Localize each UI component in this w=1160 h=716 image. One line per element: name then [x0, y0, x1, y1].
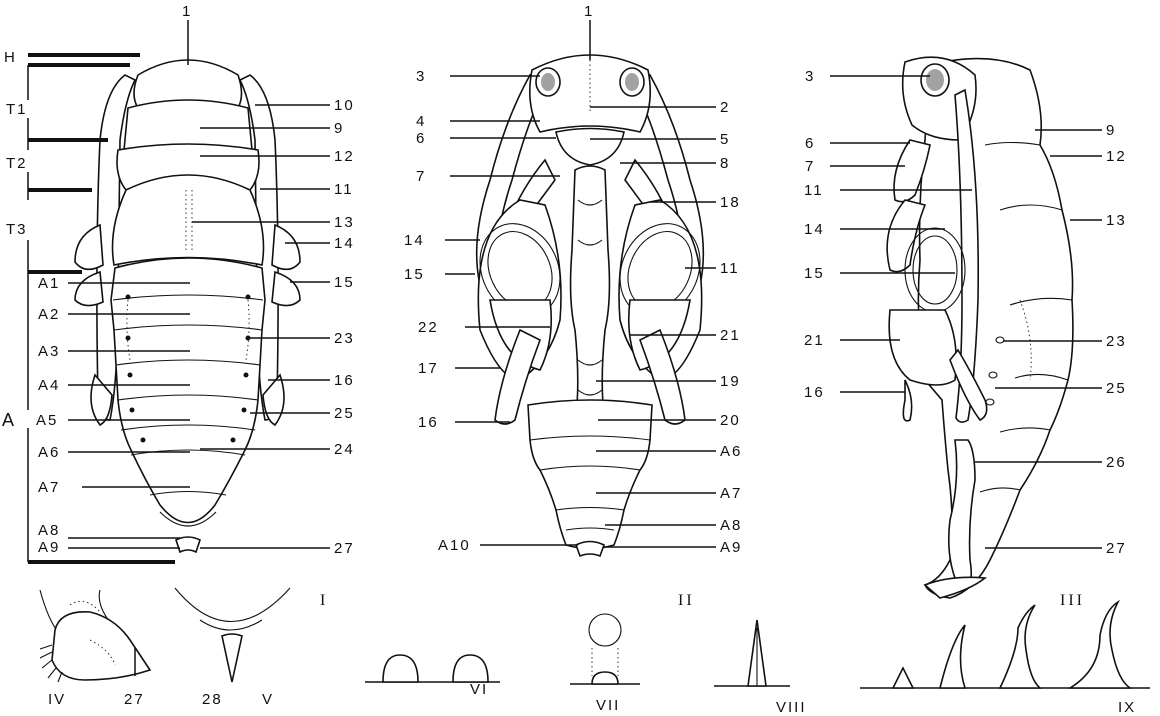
- fig2-label-a9: A9: [720, 539, 742, 556]
- fig2-label-19: 19: [720, 373, 741, 390]
- fig2-label-11: 11: [720, 260, 740, 277]
- fig2-label-16: 16: [418, 414, 439, 431]
- fig1-seg-a6: A6: [38, 444, 60, 461]
- fig2-label-a10: A10: [438, 537, 471, 554]
- fig2-label-14: 14: [404, 232, 425, 249]
- fig3-label-26: 26: [1106, 454, 1127, 471]
- fig3-label-27: 27: [1106, 540, 1127, 557]
- fig1-label-1: 1: [182, 3, 192, 20]
- fig1-label-24: 24: [334, 441, 355, 458]
- fig1-label-12: 12: [334, 148, 355, 165]
- fig3-label-16: 16: [804, 384, 825, 401]
- inset-viii-roman: VIII: [776, 699, 807, 716]
- fig2-label-4: 4: [416, 113, 426, 130]
- inset-iv-roman: IV: [48, 691, 66, 708]
- inset-V-spine-detail: 28 V: [175, 588, 290, 708]
- inset-VI-tubercles: VI: [365, 655, 500, 698]
- fig3-label-6: 6: [805, 135, 815, 152]
- figure-II-ventral-view: 1 3 4 6 7 14 15 22 17 16 A10 2 5 8 18 11…: [404, 3, 742, 609]
- fig1-seg-a7: A7: [38, 479, 60, 496]
- figure-I-dorsal-view: 1 H T1 T2 T3 A A1 A2 A3 A4 A5 A6 A7 A8 A…: [2, 3, 355, 609]
- fig1-seg-a9: A9: [38, 539, 60, 556]
- fig2-label-22: 22: [418, 319, 439, 336]
- fig1-region-h: H: [4, 49, 17, 66]
- fig1-region-t3: T3: [6, 221, 28, 238]
- fig2-label-17: 17: [418, 360, 439, 377]
- fig1-label-23: 23: [334, 330, 355, 347]
- fig2-label-15: 15: [404, 266, 425, 283]
- fig3-label-3: 3: [805, 68, 815, 85]
- fig1-seg-a5: A5: [36, 412, 58, 429]
- fig2-label-18: 18: [720, 194, 741, 211]
- inset-vii-roman: VII: [596, 697, 620, 714]
- fig2-label-1: 1: [584, 3, 594, 20]
- fig2-label-a7: A7: [720, 485, 742, 502]
- fig3-roman: III: [1060, 592, 1085, 609]
- fig1-seg-a3: A3: [38, 343, 60, 360]
- fig3-label-21: 21: [804, 332, 825, 349]
- fig1-label-15: 15: [334, 274, 355, 291]
- fig1-label-13: 13: [334, 214, 355, 231]
- fig1-label-16: 16: [334, 372, 355, 389]
- fig1-seg-a8: A8: [38, 522, 60, 539]
- fig3-label-15: 15: [804, 265, 825, 282]
- fig1-label-10: 10: [334, 97, 355, 114]
- inset-v-roman: V: [262, 691, 274, 708]
- inset-v-label-28: 28: [202, 691, 223, 708]
- fig3-label-25: 25: [1106, 380, 1127, 397]
- fig3-label-13: 13: [1106, 212, 1127, 229]
- fig2-label-6: 6: [416, 130, 426, 147]
- fig1-label-27: 27: [334, 540, 355, 557]
- fig3-label-7: 7: [805, 158, 815, 175]
- figure-III-lateral-view: 3 6 7 11 14 15 21 16 9 12 13 23 25 26 27…: [804, 57, 1127, 609]
- fig1-region-t1: T1: [6, 101, 28, 118]
- fig3-label-9: 9: [1106, 122, 1116, 139]
- fig2-label-3: 3: [416, 68, 426, 85]
- fig2-roman: II: [678, 592, 695, 609]
- inset-IV-cremaster-detail: IV 27: [40, 590, 150, 708]
- fig3-label-14: 14: [804, 221, 825, 238]
- fig1-label-11: 11: [334, 181, 354, 198]
- inset-IX-spines: IX: [860, 602, 1150, 716]
- inset-iv-label-27: 27: [124, 691, 145, 708]
- fig1-label-14: 14: [334, 235, 355, 252]
- fig1-seg-a4: A4: [38, 377, 60, 394]
- fig1-seg-a2: A2: [38, 306, 60, 323]
- fig1-region-a: A: [2, 410, 16, 430]
- fig2-label-7: 7: [416, 168, 426, 185]
- fig2-label-2: 2: [720, 99, 730, 116]
- fig2-label-5: 5: [720, 131, 730, 148]
- fig2-label-a8: A8: [720, 517, 742, 534]
- fig3-label-11: 11: [804, 182, 824, 199]
- fig2-label-20: 20: [720, 412, 741, 429]
- inset-VII-tubercle: VII: [570, 614, 640, 714]
- inset-vi-roman: VI: [470, 681, 488, 698]
- inset-ix-roman: IX: [1118, 699, 1136, 716]
- fig3-label-23: 23: [1106, 333, 1127, 350]
- fig1-roman: I: [320, 592, 328, 609]
- fig3-label-12: 12: [1106, 148, 1127, 165]
- fig2-label-a6: A6: [720, 443, 742, 460]
- fig2-label-21: 21: [720, 327, 741, 344]
- fig2-label-8: 8: [720, 155, 730, 172]
- fig1-label-25: 25: [334, 405, 355, 422]
- fig1-region-t2: T2: [6, 155, 28, 172]
- inset-VIII-spine: VIII: [714, 620, 807, 716]
- fig1-seg-a1: A1: [38, 275, 60, 292]
- fig1-label-9: 9: [334, 120, 344, 137]
